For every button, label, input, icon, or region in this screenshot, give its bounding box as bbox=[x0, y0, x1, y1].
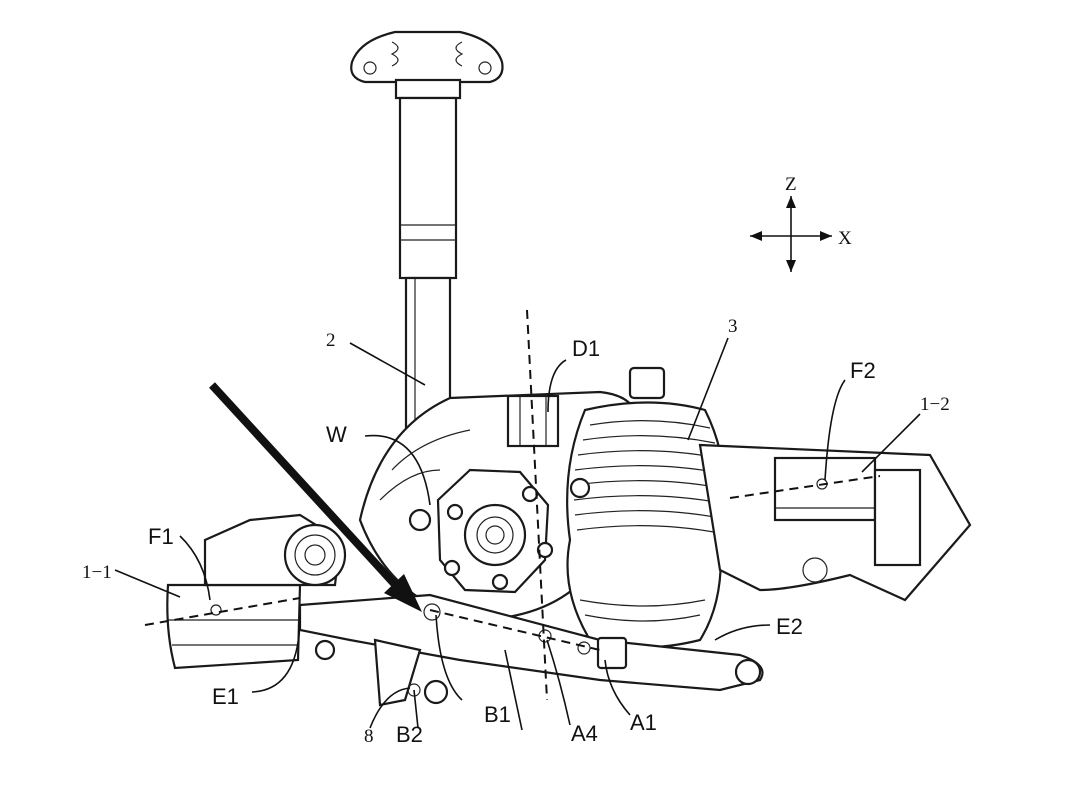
big-pointer-arrow bbox=[209, 382, 422, 612]
label-f1: F1 bbox=[148, 524, 174, 549]
label-part-8: 8 bbox=[364, 726, 374, 747]
dashed-axis-right-mount bbox=[729, 475, 881, 499]
dashed-axis-vertical bbox=[526, 309, 548, 701]
label-a1: A1 bbox=[630, 710, 657, 735]
axis-x-label: X bbox=[838, 228, 852, 249]
label-b2: B2 bbox=[396, 722, 423, 747]
axis-z-label: Z bbox=[785, 174, 797, 195]
wheel-hub bbox=[408, 468, 591, 594]
air-spring bbox=[566, 366, 727, 649]
lower-control-arm bbox=[298, 593, 764, 707]
label-b1: B1 bbox=[484, 702, 511, 727]
label-w: W bbox=[326, 422, 347, 447]
left-mount bbox=[166, 513, 347, 670]
label-part-2: 2 bbox=[326, 330, 336, 351]
shock-absorber bbox=[350, 30, 504, 450]
label-d1: D1 bbox=[572, 336, 600, 361]
label-e1: E1 bbox=[212, 684, 239, 709]
label-part-1-2: 1−2 bbox=[920, 394, 950, 415]
right-mount bbox=[698, 443, 972, 602]
label-part-1-1: 1−1 bbox=[82, 562, 112, 583]
label-a4: A4 bbox=[571, 721, 598, 746]
leader-lines bbox=[114, 337, 921, 731]
label-e2: E2 bbox=[776, 614, 803, 639]
dashed-axis-left-mount bbox=[144, 597, 301, 626]
label-part-3: 3 bbox=[728, 316, 738, 337]
axis-indicator: Z X bbox=[750, 174, 852, 272]
label-f2: F2 bbox=[850, 358, 876, 383]
